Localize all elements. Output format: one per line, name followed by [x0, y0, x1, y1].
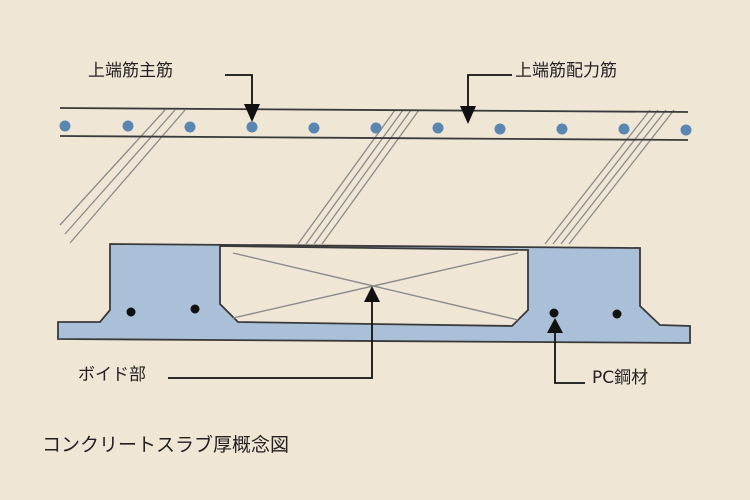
- top-rebar-dots: [59, 120, 692, 136]
- pc-steel-dots: [126, 304, 622, 319]
- top-main-rebar-label: 上端筋主筋: [88, 61, 173, 81]
- top-rebar-lines: [59, 107, 689, 141]
- top-distribution-rebar-label: 上端筋配力筋: [515, 61, 617, 81]
- arrow-heads: [244, 104, 563, 333]
- leader-lines: [168, 74, 585, 384]
- pc-steel-label: PC鋼材: [592, 368, 649, 388]
- diagram-caption: コンクリートスラブ厚概念図: [42, 434, 290, 456]
- void-cross: [232, 252, 519, 321]
- hatch-lines: [59, 109, 675, 245]
- void-part-label: ボイド部: [78, 365, 146, 385]
